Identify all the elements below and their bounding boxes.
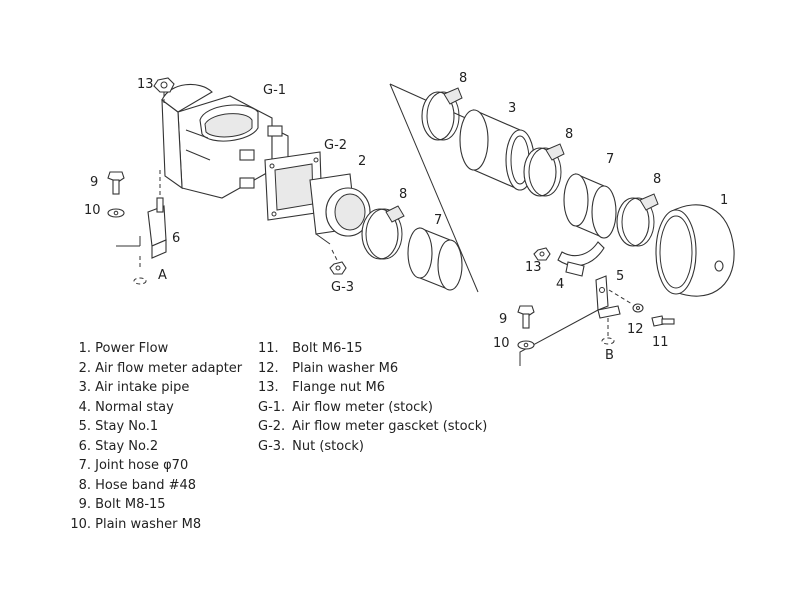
callout-8-top: 8 xyxy=(459,71,467,86)
bolt-m8-left xyxy=(107,171,125,218)
joint-hose-right xyxy=(563,173,617,239)
callout-g1: G-1 xyxy=(263,83,286,98)
stay-no2 xyxy=(116,170,167,285)
callout-9-right: 9 xyxy=(499,312,507,327)
legend-item: 8. Hose band #48 xyxy=(78,477,197,493)
legend-item: 11. Bolt M6-15 xyxy=(258,341,363,356)
normal-stay xyxy=(557,241,605,277)
callout-g3: G-3 xyxy=(331,280,354,295)
callout-2: 2 xyxy=(358,154,366,169)
legend-item: G-2. Air flow meter gascket (stock) xyxy=(258,419,488,434)
callout-4: 4 xyxy=(556,277,564,292)
hose-band-left xyxy=(361,205,405,260)
callout-13-top: 13 xyxy=(137,77,154,92)
legend-item: 3. Air intake pipe xyxy=(78,380,190,395)
legend-item: 9. Bolt M8-15 xyxy=(78,497,166,512)
bolt-m8-right xyxy=(517,305,535,350)
legend-item: 7. Joint hose φ70 xyxy=(78,458,189,473)
legend-item: 4. Normal stay xyxy=(78,399,174,415)
callout-6: 6 xyxy=(172,231,180,246)
hose-band-mid xyxy=(523,143,565,197)
air-flow-meter-gasket-stock xyxy=(264,151,323,221)
bolt-m6 xyxy=(651,315,675,327)
parts-legend-right: 11. Bolt M6-15 12. Plain washer M6 13. F… xyxy=(258,339,487,456)
callout-7-left: 7 xyxy=(434,213,442,228)
parts-legend-left: 1. Power Flow 2. Air flow meter adapter … xyxy=(67,339,242,534)
air-intake-pipe xyxy=(459,109,535,191)
legend-item: 6. Stay No.2 xyxy=(78,438,159,454)
callout-g2: G-2 xyxy=(324,138,347,153)
callout-11: 11 xyxy=(652,335,669,350)
callout-12: 12 xyxy=(627,322,644,337)
callout-3: 3 xyxy=(508,101,516,116)
callout-b: B xyxy=(605,348,614,363)
callout-9-left: 9 xyxy=(90,175,98,190)
flange-nut-mid xyxy=(533,247,551,261)
callout-8-mid: 8 xyxy=(565,127,573,142)
callout-7-right: 7 xyxy=(606,152,614,167)
callout-13-mid: 13 xyxy=(525,260,542,275)
legend-item: 12. Plain washer M6 xyxy=(258,360,399,376)
legend-item: 5. Stay No.1 xyxy=(78,419,159,434)
callout-8-left: 8 xyxy=(399,187,407,202)
plain-washer-m6 xyxy=(632,303,644,313)
legend-item: 2. Air flow meter adapter xyxy=(78,360,243,376)
stay-no1 xyxy=(519,275,633,366)
callout-a: A xyxy=(158,268,167,283)
legend-item: 10. Plain washer M8 xyxy=(70,516,202,532)
legend-item: G-3. Nut (stock) xyxy=(258,438,364,454)
callout-10-right: 10 xyxy=(493,336,510,351)
power-flow-filter xyxy=(655,204,735,297)
flange-nut-top xyxy=(153,77,175,104)
joint-hose-left xyxy=(407,227,463,291)
hose-band-right xyxy=(616,193,659,247)
air-flow-meter-adapter xyxy=(309,173,371,245)
callout-1: 1 xyxy=(720,193,728,208)
legend-item: G-1. Air flow meter (stock) xyxy=(258,399,433,415)
hose-band-top xyxy=(421,87,463,141)
callout-10-left: 10 xyxy=(84,203,101,218)
callout-8-right: 8 xyxy=(653,172,661,187)
air-flow-meter-stock xyxy=(161,83,289,199)
legend-item: 13. Flange nut M6 xyxy=(258,380,386,395)
legend-item: 1. Power Flow xyxy=(78,341,169,356)
callout-5: 5 xyxy=(616,269,624,284)
nut-stock xyxy=(329,249,347,275)
